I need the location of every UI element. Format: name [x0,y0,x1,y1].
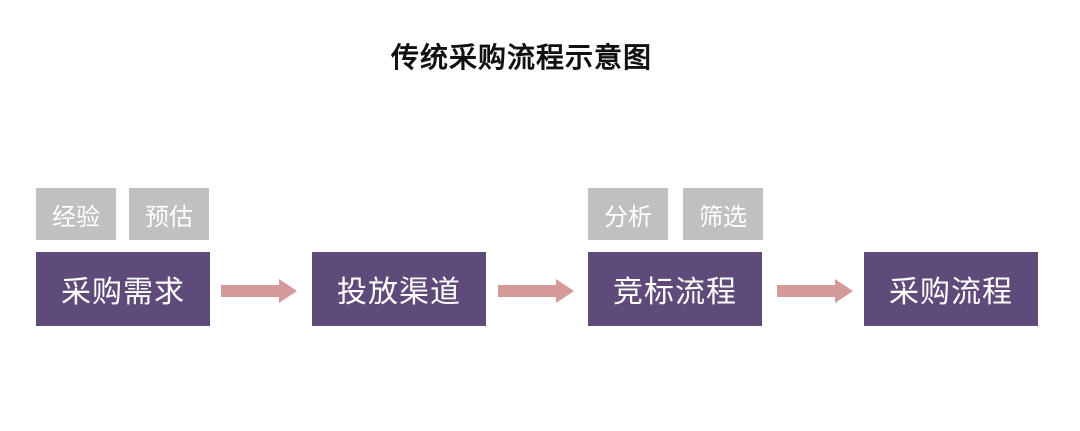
tag-estimate: 预估 [129,188,209,240]
step-channel-placement: 投放渠道 [312,252,486,326]
step-procurement-demand: 采购需求 [36,252,210,326]
step-bidding-process: 竞标流程 [588,252,762,326]
arrow-right-icon [498,279,574,303]
tag-screening: 筛选 [683,188,763,240]
tag-experience: 经验 [36,188,116,240]
diagram-title: 传统采购流程示意图 [390,41,652,74]
step-procurement-process: 采购流程 [864,252,1038,326]
tag-analysis: 分析 [588,188,668,240]
arrow-right-icon [777,279,853,303]
arrow-right-icon [221,279,297,303]
